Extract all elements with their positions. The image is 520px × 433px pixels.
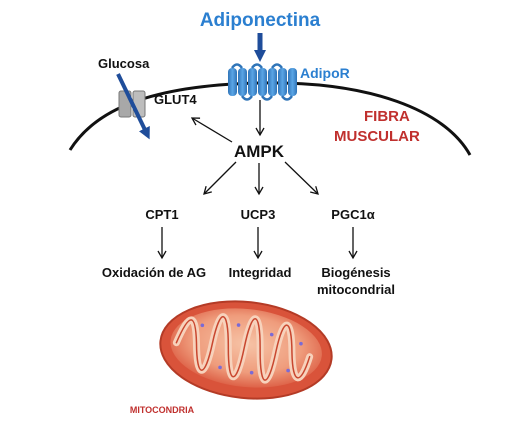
glucose-uptake-arrow: [116, 73, 150, 140]
adipor-receptor-icon: [228, 63, 297, 101]
fiber-label-line2: MUSCULAR: [334, 128, 420, 145]
target-pgc1a: PGC1α: [331, 207, 374, 222]
glucose-label: Glucosa: [98, 56, 150, 71]
outcome-biogenesis-line1: Biogénesis: [321, 265, 390, 280]
adipor-label: AdipoR: [300, 65, 350, 81]
ampk-to-cpt1-arrow: [203, 161, 237, 195]
mitochondria-label: MITOCONDRIA: [130, 405, 195, 415]
ampk-label: AMPK: [234, 142, 285, 161]
outcome-oxidation: Oxidación de AG: [102, 265, 206, 280]
target-cpt1: CPT1: [145, 207, 178, 222]
adiponectin-label: Adiponectina: [200, 10, 321, 31]
ampk-to-pgc1a-arrow: [284, 161, 319, 195]
outcome-integrity: Integridad: [229, 265, 292, 280]
outcome-biogenesis-line2: mitocondrial: [317, 282, 395, 297]
ampk-to-glut4-arrow: [190, 117, 233, 143]
mitochondrion-icon: [159, 300, 333, 400]
glut4-label: GLUT4: [154, 92, 197, 107]
fiber-label-line1: FIBRA: [364, 108, 410, 125]
target-ucp3: UCP3: [241, 207, 276, 222]
